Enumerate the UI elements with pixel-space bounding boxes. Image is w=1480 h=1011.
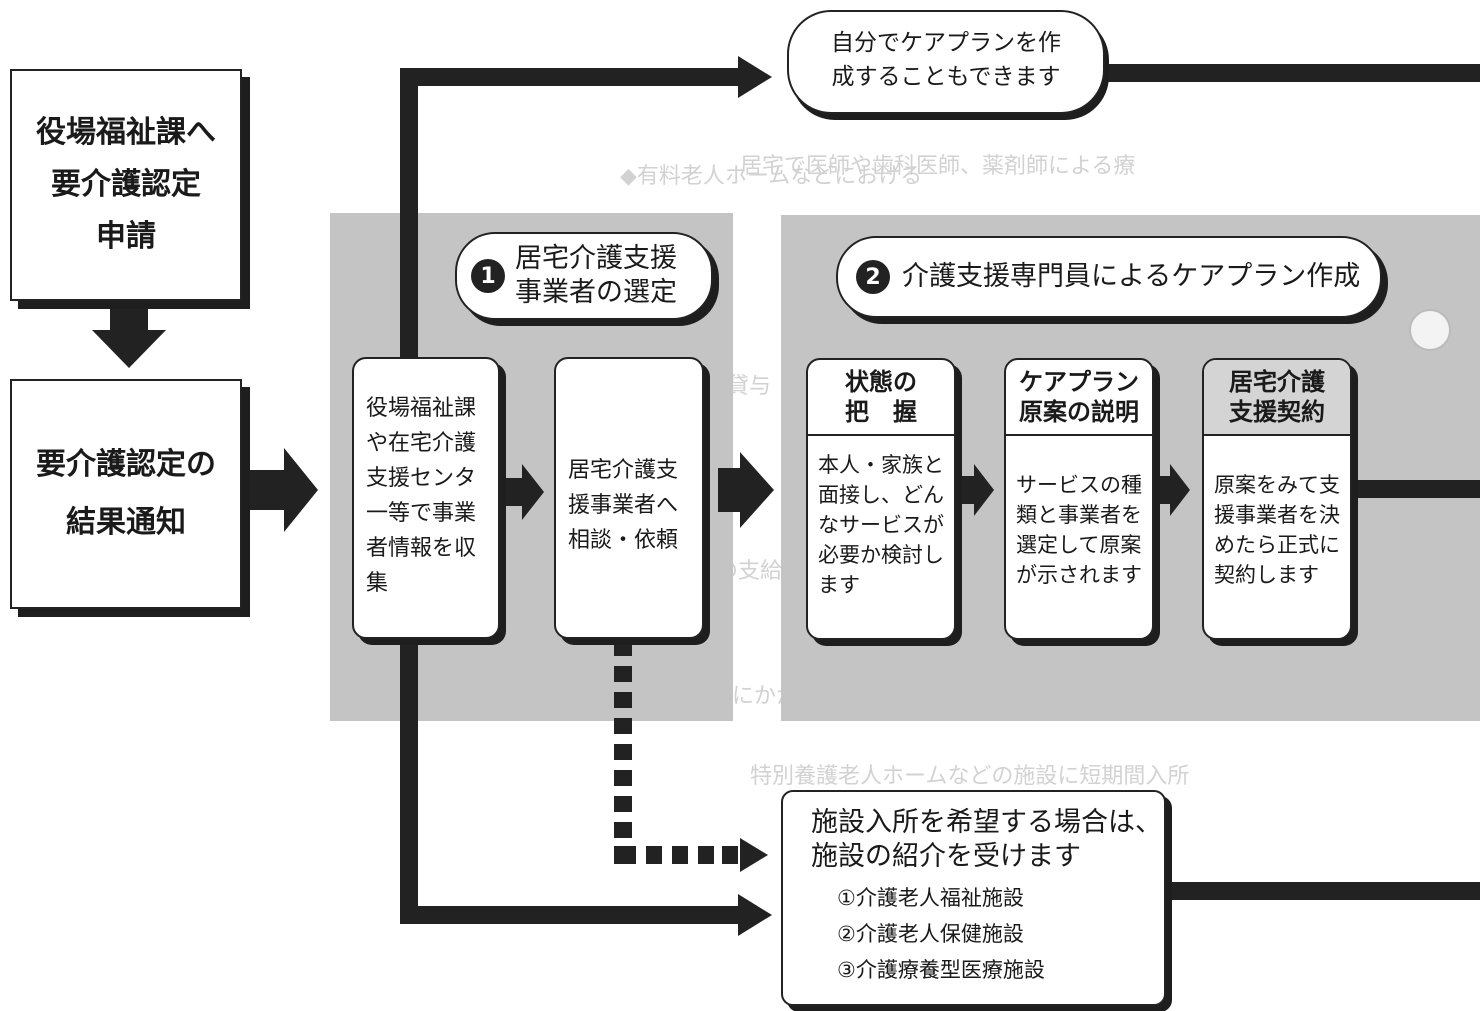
top-branch-arrow [738, 56, 772, 98]
notice-text: 要介護認定の 結果通知 [36, 447, 216, 540]
facility-box: 施設入所を希望する場合は、 施設の紹介を受けます ①介護老人福祉施設 ②介護老人… [781, 790, 1166, 1006]
assessment-card-header: 状態の 把 握 [808, 360, 954, 436]
card-arrow-2 [1154, 464, 1190, 516]
background-text: 居宅で医師や歯科医師、薬剤師による療 [740, 154, 1136, 179]
step2-title: 介護支援専門員によるケアプラン作成 [902, 261, 1361, 292]
step2-pill: 2 介護支援専門員によるケアプラン作成 [836, 236, 1382, 318]
draft-plan-card: ケアプラン 原案の説明 サービスの種 類と事業者を 選定して原案 が示されます [1004, 358, 1154, 640]
self-plan-bubble: 自分でケアプランを作 成することもできます [787, 10, 1105, 114]
draft-plan-card-header: ケアプラン 原案の説明 [1006, 360, 1152, 436]
contract-card: 居宅介護 支援契約 原案をみて支 援事業者を決 めたら正式に 契約します [1202, 358, 1352, 640]
step-arrow [718, 452, 774, 528]
step1-title: 居宅介護支援 事業者の選定 [515, 243, 677, 308]
step1-number: 1 [471, 259, 505, 293]
apply-box: 役場福祉課へ 要介護認定 申請 [10, 69, 242, 301]
notice-arrow [244, 448, 318, 532]
bottom-branch-arrow [738, 894, 772, 936]
facility-exit-line [1164, 882, 1480, 900]
contract-card-body: 原案をみて支 援事業者を決 めたら正式に 契約します [1214, 473, 1340, 587]
bottom-branch-line [400, 906, 740, 924]
decor-circle [1409, 309, 1451, 351]
background-text: ◆有料老人ホームなどにおける [620, 164, 923, 189]
background-text: 特別養護老人ホームなどの施設に短期間入所 [750, 764, 1190, 789]
contract-exit-line [1354, 480, 1480, 498]
card-arrow-1 [958, 464, 994, 516]
assessment-card: 状態の 把 握 本人・家族と 面接し、どん なサービスが 必要か検討し ます [806, 358, 956, 640]
facility-item: ①介護老人福祉施設 [837, 886, 1024, 910]
contract-card-header: 居宅介護 支援契約 [1204, 360, 1350, 436]
step2-number: 2 [856, 260, 890, 294]
facility-item: ③介護療養型医療施設 [837, 958, 1045, 982]
collect-arrow [504, 464, 544, 520]
facility-item: ②介護老人保健施設 [837, 922, 1024, 946]
collect-info-box: 役場福祉課 や在宅介護 支援センタ 一等で事業 者情報を収 集 [352, 357, 500, 639]
draft-plan-card-body: サービスの種 類と事業者を 選定して原案 が示されます [1016, 473, 1142, 587]
down-arrow [92, 300, 166, 368]
top-branch-line [400, 68, 740, 86]
notice-box: 要介護認定の 結果通知 [10, 379, 242, 609]
self-plan-exit-line [1104, 64, 1480, 82]
assessment-card-body: 本人・家族と 面接し、どん なサービスが 必要か検討し ます [818, 453, 944, 597]
apply-text: 役場福祉課へ 要介護認定 申請 [36, 115, 216, 254]
dashed-path [614, 640, 768, 872]
facility-title: 施設入所を希望する場合は、 施設の紹介を受けます [811, 807, 1162, 872]
step1-pill: 1 居宅介護支援 事業者の選定 [455, 232, 713, 320]
consult-box: 居宅介護支 援事業者へ 相談・依頼 [554, 357, 704, 639]
facility-list: ①介護老人福祉施設 ②介護老人保健施設 ③介護療養型医療施設 [811, 880, 1164, 988]
